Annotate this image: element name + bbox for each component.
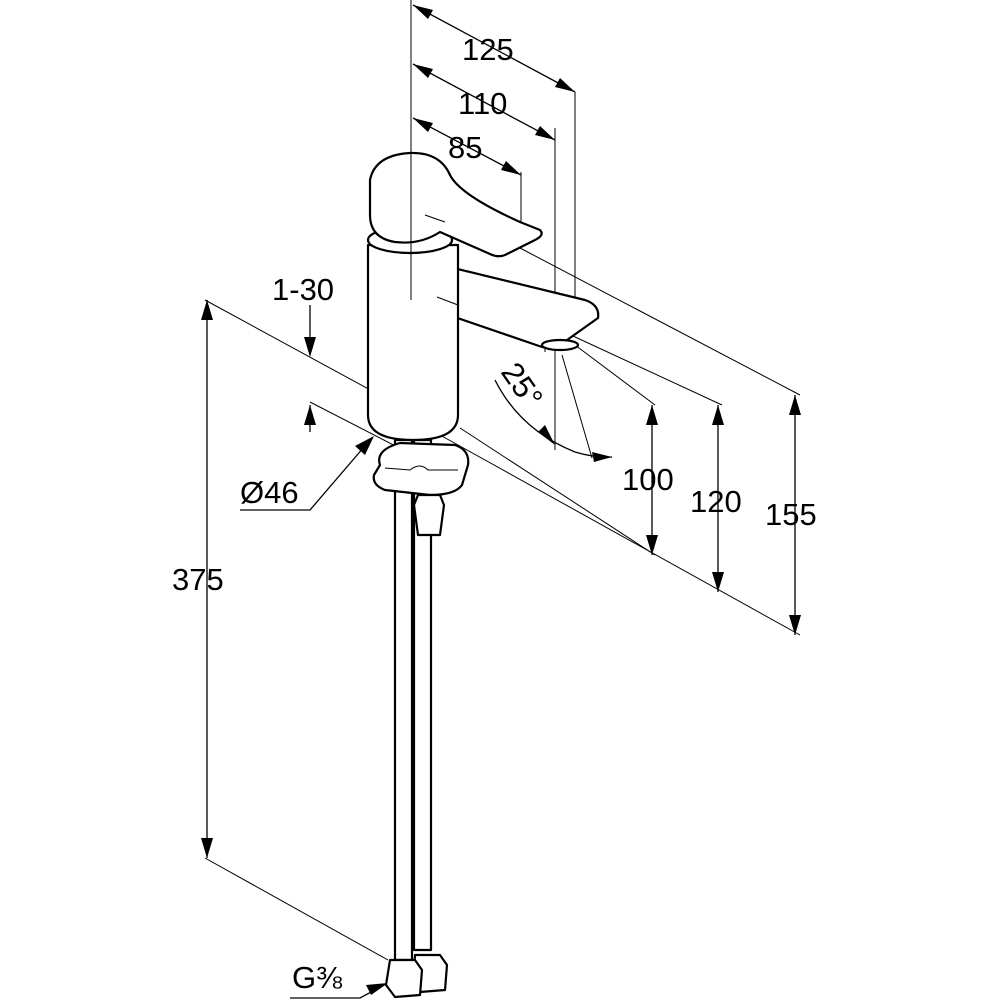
aerator [540,338,580,352]
dim-label-155: 155 [765,497,817,532]
dimension-100: 100 [622,405,674,555]
dimension-155: 155 [765,395,817,635]
dimension-thread: G⅜ [290,960,388,999]
extension-lines [204,0,801,961]
dim-label-375: 375 [172,562,224,597]
dimension-375: 375 [172,300,224,858]
dimension-125: 125 [412,4,576,93]
dimension-diameter-46: Ø46 [240,436,374,511]
dim-label-125: 125 [462,32,514,67]
dim-label-thread: G⅜ [292,960,342,995]
hose-nut-left [384,958,424,999]
dimension-85: 85 [412,117,522,176]
dim-label-angle: 25° [494,356,550,414]
dim-label-diameter-46: Ø46 [240,475,299,510]
dim-label-1-30: 1-30 [272,272,334,307]
dimension-angle-25: 25° [494,354,613,462]
faucet-illustration [366,140,600,999]
dim-label-110: 110 [458,86,507,121]
dimension-120: 120 [690,405,742,592]
faucet-body [366,243,460,442]
mounting-nut [412,493,446,537]
lever-handle [368,151,543,258]
dim-label-85: 85 [448,130,482,165]
dim-label-120: 120 [690,484,742,519]
mounting-bracket [372,441,470,497]
dim-label-100: 100 [622,462,674,497]
dimension-1-30: 1-30 [272,272,334,432]
hose-left [393,438,414,962]
dimension-110: 110 [412,63,556,141]
